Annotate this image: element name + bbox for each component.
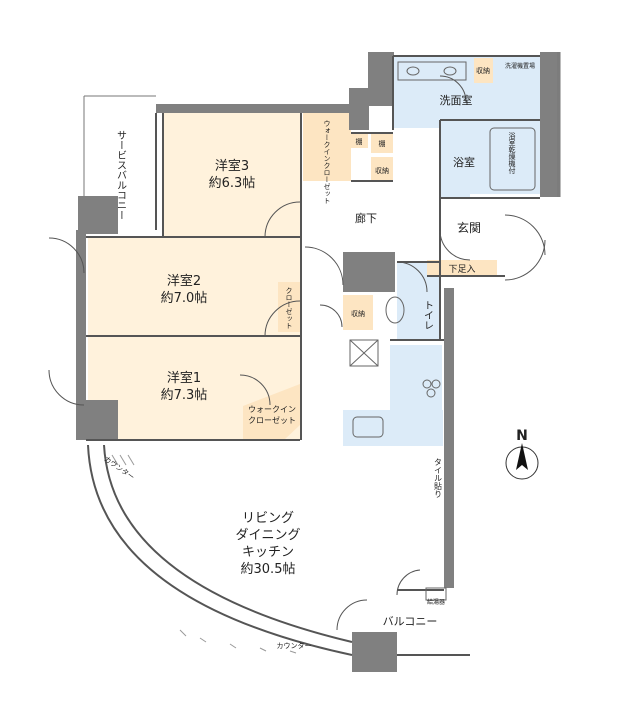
closet3-floor (303, 113, 351, 181)
sink-island (352, 416, 384, 438)
door-swings (48, 75, 546, 631)
storage-label-e: 収納 (476, 66, 490, 75)
walkin1-line2: クローゼット (248, 415, 296, 425)
compass: N (505, 428, 539, 480)
walkin3-label: ウォークインクローゼット (323, 120, 331, 204)
wall-column-top-right (368, 52, 394, 106)
sink-right (443, 66, 457, 76)
balcony-label: バルコニー (383, 615, 438, 628)
wall-exterior-left-upper (76, 230, 86, 440)
storage-e-floor (474, 58, 493, 83)
tile-floor-label: タイル貼り (434, 458, 443, 498)
wall-column-upper (349, 88, 369, 130)
corridor-label: 廊下 (355, 211, 377, 225)
ldk-line2: ダイニング (235, 528, 300, 543)
pipe-space (349, 339, 379, 367)
sink-left (406, 66, 420, 76)
partitions (86, 55, 540, 441)
closet2-label: クローゼット (285, 287, 293, 329)
room-western2-floor (88, 238, 301, 335)
wall-kitchen-right (444, 288, 454, 588)
storage-b-floor (371, 133, 393, 153)
walkin1-line1: ウォークイン (248, 405, 296, 414)
storage-label-c: 収納 (375, 166, 389, 175)
counter-label-bottom: カウンター (277, 641, 312, 650)
storage-label-a: 棚 (356, 137, 363, 146)
storage-label-b: 棚 (379, 139, 386, 148)
compass-n-label: N (516, 428, 528, 444)
bathroom-label: 浴室 (453, 155, 475, 169)
storage-a-floor (351, 133, 368, 148)
western3-name: 洋室3 (215, 158, 249, 174)
wall-column-center (343, 252, 395, 292)
washroom-label: 洗面室 (440, 93, 473, 107)
north-arrow-icon (516, 443, 528, 470)
water-heater-label: 給湯器 (427, 598, 445, 606)
western2-name: 洋室2 (167, 273, 201, 289)
service-balcony-label: サービスバルコニー (115, 130, 127, 220)
bath-dryer-label: 浴室乾燥機付 (508, 131, 516, 175)
toilet-bowl (385, 296, 405, 324)
room-western3-floor (163, 113, 301, 237)
bathtub (489, 127, 536, 191)
ldk-line1: リビング (242, 511, 294, 526)
storage-c-floor (371, 157, 393, 181)
stove-burner-2 (431, 379, 441, 389)
entrance-label: 玄関 (457, 220, 481, 235)
closet1-floor (243, 384, 300, 440)
western1-size: 約7.3帖 (161, 388, 208, 403)
fixtures (349, 61, 536, 601)
water-heater-box (425, 587, 447, 601)
closet2-floor (278, 282, 300, 332)
stove-burner-1 (422, 379, 432, 389)
storage-label-d: 収納 (351, 309, 365, 318)
wall-column-left-a (78, 196, 118, 234)
walls (76, 52, 560, 672)
shoe-cabinet-label: 下足入 (448, 264, 475, 275)
washbasin-counter (397, 61, 467, 81)
ldk-size: 約30.5帖 (241, 562, 296, 577)
stove-burner-3 (426, 388, 436, 398)
wall-column-bottom (352, 632, 397, 672)
labels: 洋室3 約6.3帖 洋室2 約7.0帖 洋室1 約7.3帖 リビング ダイニング… (103, 62, 535, 650)
washroom-floor (393, 56, 558, 198)
ldk-line3: キッチン (242, 545, 294, 560)
shoe-cabinet-floor (427, 260, 497, 276)
wall-exterior-top (156, 104, 352, 113)
kitchen-island (343, 410, 443, 446)
laundry-label: 洗濯機置場 (505, 62, 535, 70)
toilet-label: トイレ (422, 300, 434, 330)
counter-hatch (111, 454, 297, 654)
wall-right-vertical (540, 52, 560, 197)
balcony-rails (83, 52, 561, 197)
western2-size: 約7.0帖 (161, 291, 208, 306)
storage-d-floor (343, 295, 373, 330)
western1-name: 洋室1 (167, 370, 201, 386)
western3-size: 約6.3帖 (209, 176, 256, 191)
ldk-curve (87, 444, 470, 656)
